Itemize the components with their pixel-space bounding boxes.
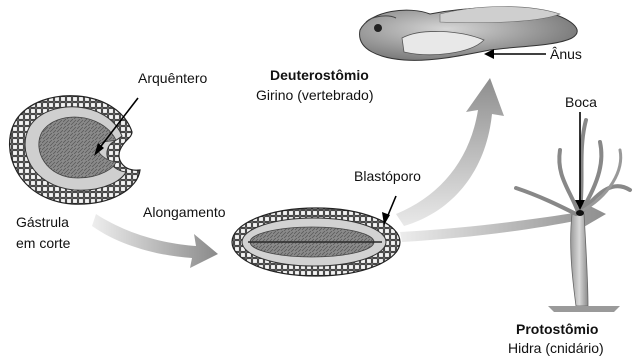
protostomio-example: Hidra (cnidário) (508, 340, 604, 357)
gastrula-label-line1: Gástrula (16, 214, 69, 231)
boca-label: Boca (565, 94, 597, 111)
protostomio-title: Protostômio (516, 321, 598, 338)
deuterostomio-example: Girino (vertebrado) (256, 87, 374, 104)
alongamento-label: Alongamento (143, 204, 226, 221)
gastrula-embryo (10, 96, 140, 204)
arquentero-label: Arquêntero (138, 70, 207, 87)
hydra-illustration (516, 120, 630, 312)
arrow-to-deuterostome (396, 78, 504, 226)
tadpole-illustration (360, 7, 578, 61)
anus-label: Ânus (550, 46, 582, 63)
arrow-to-elongation (92, 214, 218, 268)
deuterostomio-title: Deuterostômio (270, 67, 369, 84)
elongated-embryo (232, 208, 400, 276)
blastoporo-label: Blastóporo (354, 168, 421, 185)
gastrula-label-line2: em corte (16, 235, 70, 252)
